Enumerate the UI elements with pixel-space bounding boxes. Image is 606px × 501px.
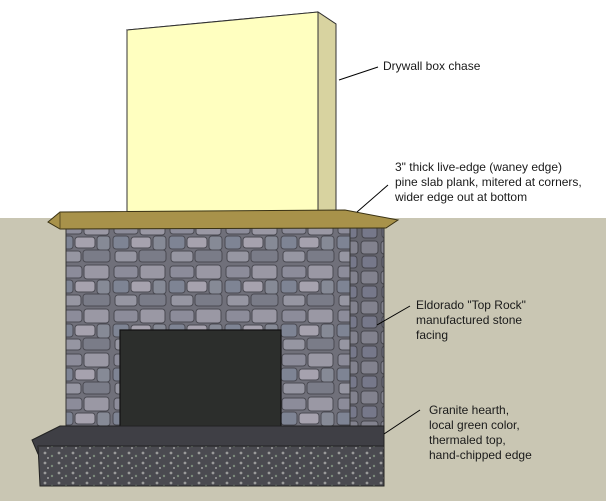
mantel-leader-line bbox=[356, 184, 389, 213]
firebox-opening bbox=[119, 329, 282, 435]
stone-side-face bbox=[349, 223, 385, 443]
hearth-callout: Granite hearth, local green color, therm… bbox=[429, 403, 532, 462]
stone-leader-line bbox=[376, 305, 411, 326]
stone-callout: Eldorado "Top Rock" manufactured stone f… bbox=[416, 298, 526, 342]
chase-side-face bbox=[317, 11, 337, 213]
mantel-slab bbox=[47, 209, 400, 230]
chase-front-face bbox=[126, 11, 319, 213]
hearth-leader-line bbox=[383, 409, 421, 435]
mantel-callout: 3" thick live-edge (waney edge) pine sla… bbox=[395, 160, 582, 204]
hearth-front-edge bbox=[37, 445, 385, 487]
chase-leader-line bbox=[338, 66, 379, 81]
chase-callout: Drywall box chase bbox=[383, 59, 481, 73]
